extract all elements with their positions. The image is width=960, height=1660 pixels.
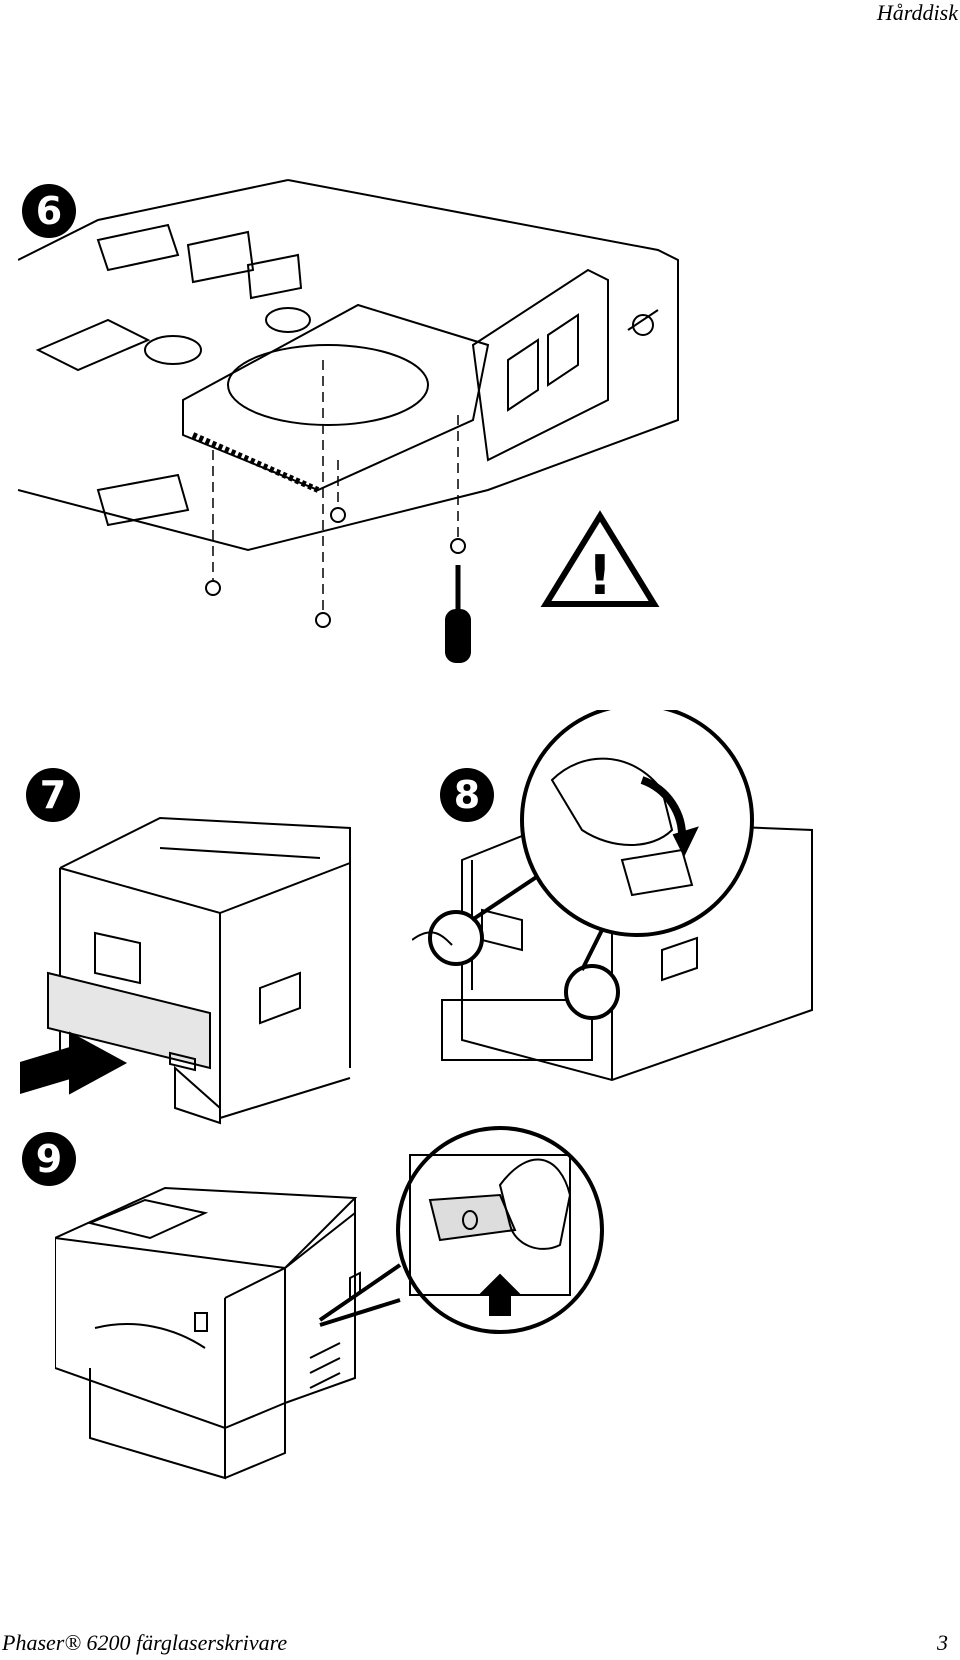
illustration-printer-front [55,1178,375,1508]
page-section-title: Hårddisk [876,0,958,25]
footer-page-number: 3 [937,1630,948,1655]
step-badge-6: 6 [22,184,76,238]
footer-product-name: Phaser® 6200 färglaserskrivare [2,1630,288,1655]
illustration-power-switch-closeup [300,1125,630,1375]
illustration-hard-drive-mount [18,160,718,700]
step-badge-9: 9 [22,1132,76,1186]
illustration-insert-board [20,808,360,1138]
step-badge-7: 7 [26,768,80,822]
illustration-tighten-screws [412,710,832,1130]
step-badge-8: 8 [440,768,494,822]
warning-symbol: ! [588,544,613,607]
warning-triangle-icon: ! [540,510,660,610]
